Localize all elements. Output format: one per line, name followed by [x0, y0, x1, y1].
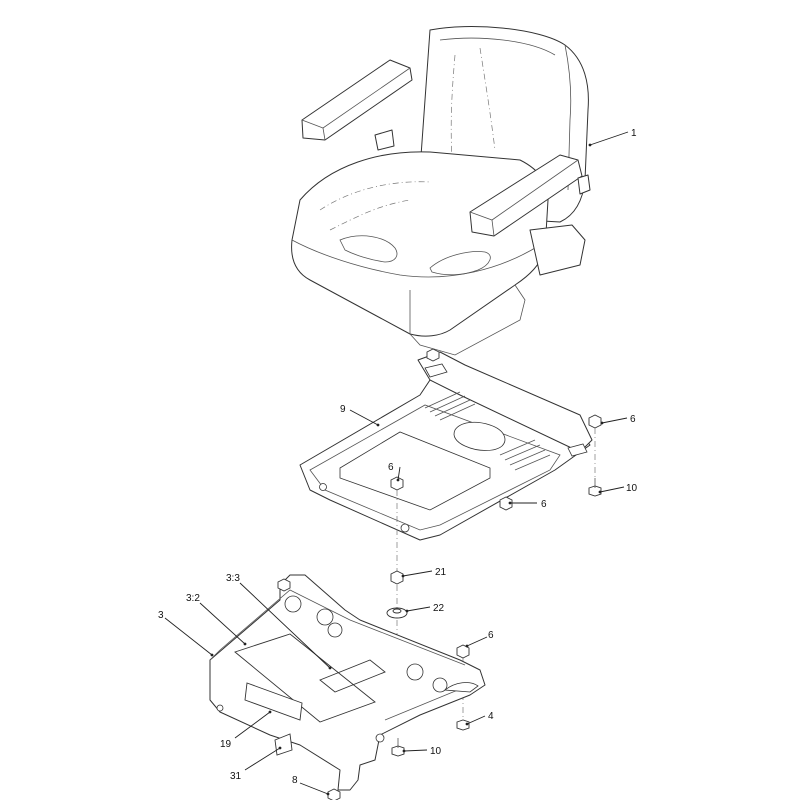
callout-1: 1 [631, 128, 637, 139]
callout-6-center: 6 [388, 462, 394, 473]
callout-21: 21 [435, 567, 447, 578]
callout-4: 4 [488, 711, 494, 722]
decal-3-3 [319, 659, 386, 693]
callout-31: 31 [230, 771, 242, 782]
seat-base-bracket [209, 574, 486, 791]
callout-8: 8 [292, 775, 298, 786]
callout-6-plate-front: 6 [541, 499, 547, 510]
callout-22: 22 [433, 603, 445, 614]
callout-10-upper: 10 [626, 483, 638, 494]
hardware-lower [277, 578, 470, 800]
callout-10-lower: 10 [430, 746, 442, 757]
seat-mounting-plate [299, 351, 593, 541]
callout-3-3: 3:3 [226, 573, 240, 584]
leader-lines [164, 131, 629, 796]
decal-3-2 [234, 633, 376, 723]
callout-19: 19 [220, 739, 232, 750]
callout-3-2: 3:2 [186, 593, 200, 604]
seat-assembly [291, 26, 591, 356]
hardware-upper [390, 348, 602, 511]
plate-vent-slots-rear [424, 391, 476, 421]
callout-6-upper-right: 6 [630, 414, 636, 425]
hardware-middle [386, 570, 408, 619]
callout-6-lower: 6 [488, 630, 494, 641]
decal-19 [244, 682, 303, 721]
callout-labels: 1 9 6 6 6 10 21 22 3:3 3:2 3 6 4 19 10 3… [158, 128, 638, 786]
callout-9: 9 [340, 404, 346, 415]
plate-vent-slots-front [499, 439, 551, 471]
callout-3: 3 [158, 610, 164, 621]
